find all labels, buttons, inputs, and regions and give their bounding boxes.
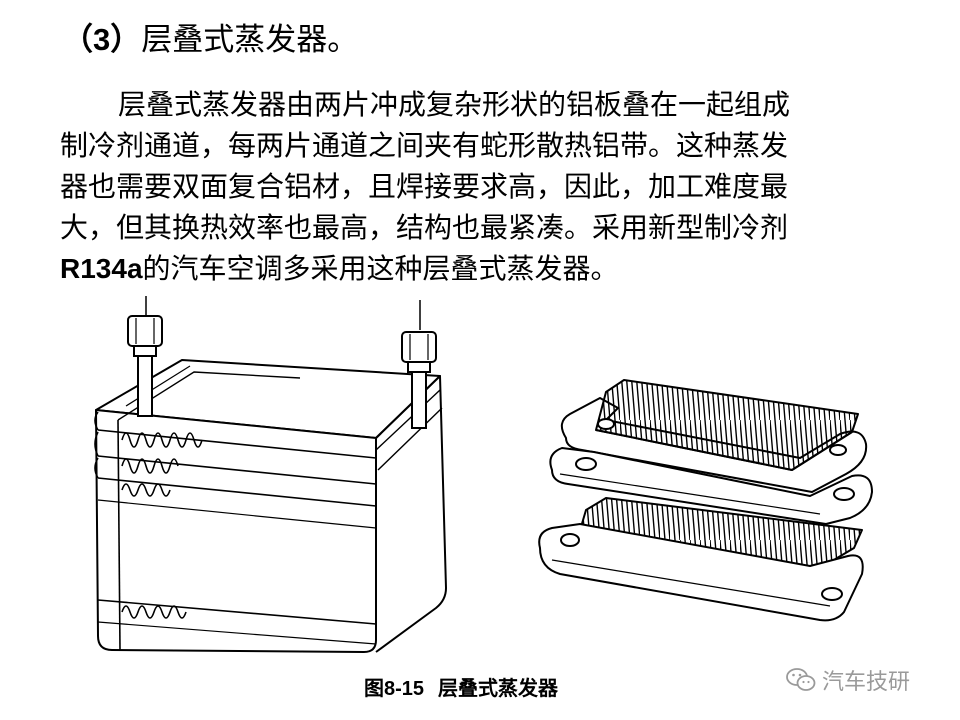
refrigerant-name: R134a	[60, 253, 143, 284]
section-number: （3）	[62, 22, 142, 57]
body-line-4: 大，但其换热效率也最高，结构也最紧凑。采用新型制冷剂	[60, 211, 789, 244]
evaporator-core	[94, 359, 447, 653]
figure-title: 层叠式蒸发器	[437, 676, 558, 700]
body-paragraph: 层叠式蒸发器由两片冲成复杂形状的铝板叠在一起组成 制冷剂通道，每两片通道之间夹有…	[60, 84, 896, 289]
figure-caption: 图8-15 层叠式蒸发器	[364, 672, 558, 701]
inlet-pipe	[127, 296, 163, 417]
body-line-3: 器也需要双面复合铝材，且焊接要求高，因此，加工难度最	[60, 170, 789, 203]
aluminum-plate-3	[538, 523, 864, 622]
aluminum-plate-2	[549, 447, 873, 525]
figure-number: 图8-15	[364, 678, 425, 700]
body-line-5-rest: 的汽车空调多采用这种层叠式蒸发器。	[142, 252, 619, 285]
exploded-plates	[538, 379, 873, 622]
wechat-icon	[786, 668, 816, 691]
evaporator-illustration	[94, 296, 873, 653]
watermark-text: 汽车技研	[822, 670, 911, 695]
body-line-5: R134a的汽车空调多采用这种层叠式蒸发器。	[60, 248, 896, 289]
serpentine-fins-front	[121, 432, 203, 619]
section-heading: （3）层叠式蒸发器。	[62, 18, 358, 62]
outlet-pipe	[401, 300, 437, 429]
body-line-2: 制冷剂通道，每两片通道之间夹有蛇形散热铝带。这种蒸发	[60, 129, 789, 162]
section-title: 层叠式蒸发器。	[141, 22, 359, 58]
body-line-1: 层叠式蒸发器由两片冲成复杂形状的铝板叠在一起组成	[118, 88, 791, 121]
watermark: 汽车技研	[786, 664, 910, 696]
